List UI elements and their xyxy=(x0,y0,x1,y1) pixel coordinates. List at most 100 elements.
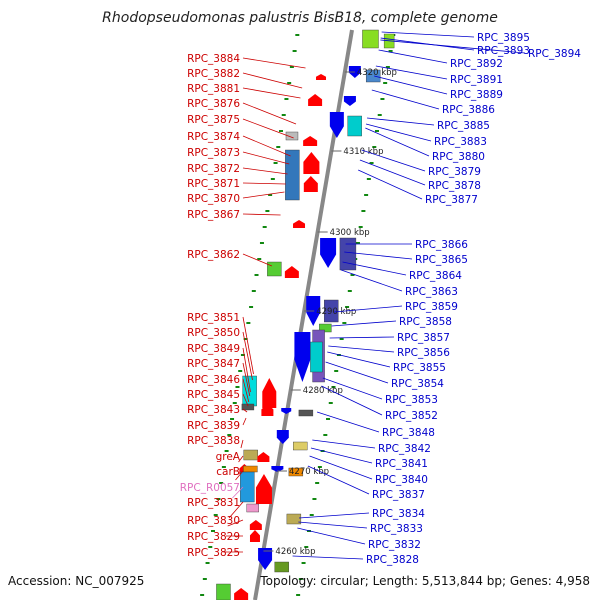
left-gene-label[interactable]: RPC_3825 xyxy=(187,547,240,559)
right-gene-label[interactable]: RPC_3893 xyxy=(477,45,530,57)
right-gene-label[interactable]: RPC_3854 xyxy=(391,378,444,390)
left-leader-line xyxy=(242,253,273,267)
reverse-gene-arrow xyxy=(281,408,292,414)
right-gene-label[interactable]: RPC_3886 xyxy=(442,104,495,116)
left-gene-label[interactable]: RPC_3875 xyxy=(187,114,240,126)
gene-block xyxy=(246,503,259,513)
gene-block xyxy=(274,561,289,573)
right-gene-label[interactable]: RPC_3842 xyxy=(378,443,431,455)
right-leader-line xyxy=(331,320,397,327)
right-gene-labels[interactable]: RPC_3895RPC_3893RPC_3894RPC_3892RPC_3891… xyxy=(366,32,581,566)
right-gene-label[interactable]: RPC_3828 xyxy=(366,554,419,566)
right-gene-label[interactable]: RPC_3891 xyxy=(450,74,503,86)
right-gene-label[interactable]: RPC_3892 xyxy=(450,58,503,70)
left-leader-line xyxy=(240,439,244,449)
left-gene-label[interactable]: RPC_3831 xyxy=(187,497,240,509)
outer-track-tick xyxy=(224,450,229,452)
left-gene-label[interactable]: RPC_3872 xyxy=(187,163,240,175)
left-gene-label[interactable]: RPC_3862 xyxy=(187,249,240,261)
left-gene-label[interactable]: greA xyxy=(216,451,241,463)
left-gene-label[interactable]: RPC_3871 xyxy=(187,178,240,190)
left-gene-label[interactable]: RPC_3876 xyxy=(187,98,240,110)
outer-track-tick xyxy=(295,34,300,36)
gene-block xyxy=(285,131,299,141)
right-gene-label[interactable]: RPC_3848 xyxy=(382,427,435,439)
right-leader-line xyxy=(328,345,395,353)
left-gene-label[interactable]: carB xyxy=(216,466,240,478)
right-gene-label[interactable]: RPC_3863 xyxy=(405,286,458,298)
inner-track-tick xyxy=(355,242,360,244)
right-gene-label[interactable]: RPC_3885 xyxy=(437,120,490,132)
outer-track-tick xyxy=(243,338,248,340)
left-gene-label[interactable]: RPC_3881 xyxy=(187,83,240,95)
left-gene-label[interactable]: RPC_R0057 xyxy=(180,482,240,494)
left-gene-label[interactable]: RPC_3849 xyxy=(187,343,240,355)
right-gene-label[interactable]: RPC_3858 xyxy=(399,316,452,328)
left-gene-label[interactable]: RPC_3882 xyxy=(187,68,240,80)
left-gene-label[interactable]: RPC_3839 xyxy=(187,420,240,432)
outer-track-tick xyxy=(216,498,221,500)
right-gene-label[interactable]: RPC_3852 xyxy=(385,410,438,422)
right-gene-label[interactable]: RPC_3878 xyxy=(428,180,481,192)
right-gene-label[interactable]: RPC_3857 xyxy=(397,332,450,344)
left-leader-line xyxy=(242,331,253,381)
forward-gene-arrow xyxy=(234,588,249,600)
right-gene-label[interactable]: RPC_3840 xyxy=(375,474,428,486)
genome-summary-text: Topology: circular; Length: 5,513,844 bp… xyxy=(259,574,590,588)
inner-track-tick xyxy=(385,66,390,68)
right-leader-line xyxy=(358,169,423,200)
right-leader-line xyxy=(381,31,475,38)
outer-track-tick xyxy=(213,514,218,516)
right-gene-label[interactable]: RPC_3866 xyxy=(415,239,468,251)
outer-track-tick xyxy=(281,114,286,116)
right-leader-line xyxy=(329,336,395,339)
right-gene-label[interactable]: RPC_3864 xyxy=(409,270,462,282)
right-gene-label[interactable]: RPC_3880 xyxy=(432,151,485,163)
left-gene-label[interactable]: RPC_3846 xyxy=(187,374,240,386)
left-gene-label[interactable]: RPC_3870 xyxy=(187,193,240,205)
left-gene-label[interactable]: RPC_3851 xyxy=(187,312,240,324)
left-leader-line xyxy=(242,362,251,397)
right-gene-label[interactable]: RPC_3877 xyxy=(425,194,478,206)
outer-track-tick xyxy=(230,418,235,420)
right-gene-label[interactable]: RPC_3833 xyxy=(370,523,423,535)
right-gene-label[interactable]: RPC_3889 xyxy=(450,89,503,101)
left-gene-label[interactable]: RPC_3845 xyxy=(187,389,240,401)
inner-track-tick xyxy=(312,498,317,500)
left-gene-label[interactable]: RPC_3830 xyxy=(187,515,240,527)
right-gene-label[interactable]: RPC_3853 xyxy=(385,394,438,406)
reverse-gene-arrow xyxy=(320,238,337,268)
gene-block xyxy=(362,29,379,49)
gene-block xyxy=(288,467,304,477)
right-gene-label[interactable]: RPC_3895 xyxy=(477,32,530,44)
left-gene-label[interactable]: RPC_3884 xyxy=(187,53,240,65)
left-gene-label[interactable]: RPC_3867 xyxy=(187,209,240,221)
left-gene-label[interactable]: RPC_3843 xyxy=(187,404,240,416)
left-gene-label[interactable]: RPC_3850 xyxy=(187,327,240,339)
right-gene-label[interactable]: RPC_3837 xyxy=(372,489,425,501)
right-gene-label[interactable]: RPC_3834 xyxy=(372,508,425,520)
left-gene-label[interactable]: RPC_3847 xyxy=(187,358,240,370)
right-leader-line xyxy=(361,149,426,172)
left-gene-label[interactable]: RPC_3873 xyxy=(187,147,240,159)
right-gene-label[interactable]: RPC_3832 xyxy=(368,539,421,551)
right-gene-label[interactable]: RPC_3879 xyxy=(428,166,481,178)
inner-track-tick xyxy=(350,274,355,276)
inner-track-tick xyxy=(358,226,363,228)
right-gene-label[interactable]: RPC_3856 xyxy=(397,347,450,359)
right-gene-label[interactable]: RPC_3865 xyxy=(415,254,468,266)
right-gene-label[interactable]: RPC_3855 xyxy=(393,362,446,374)
outer-track-tick xyxy=(273,162,278,164)
outer-track-tick xyxy=(202,578,207,580)
outer-track-tick xyxy=(221,466,226,468)
left-gene-label[interactable]: RPC_3838 xyxy=(187,435,240,447)
left-leader-line xyxy=(242,87,301,99)
right-gene-label[interactable]: RPC_3841 xyxy=(375,458,428,470)
left-gene-label[interactable]: RPC_3874 xyxy=(187,131,240,143)
right-gene-label[interactable]: RPC_3883 xyxy=(434,136,487,148)
right-gene-label[interactable]: RPC_3859 xyxy=(405,301,458,313)
left-gene-labels[interactable]: RPC_3884RPC_3882RPC_3881RPC_3876RPC_3875… xyxy=(180,53,241,559)
right-leader-line xyxy=(344,251,413,260)
left-gene-label[interactable]: RPC_3829 xyxy=(187,531,240,543)
right-gene-label[interactable]: RPC_3894 xyxy=(528,48,581,60)
